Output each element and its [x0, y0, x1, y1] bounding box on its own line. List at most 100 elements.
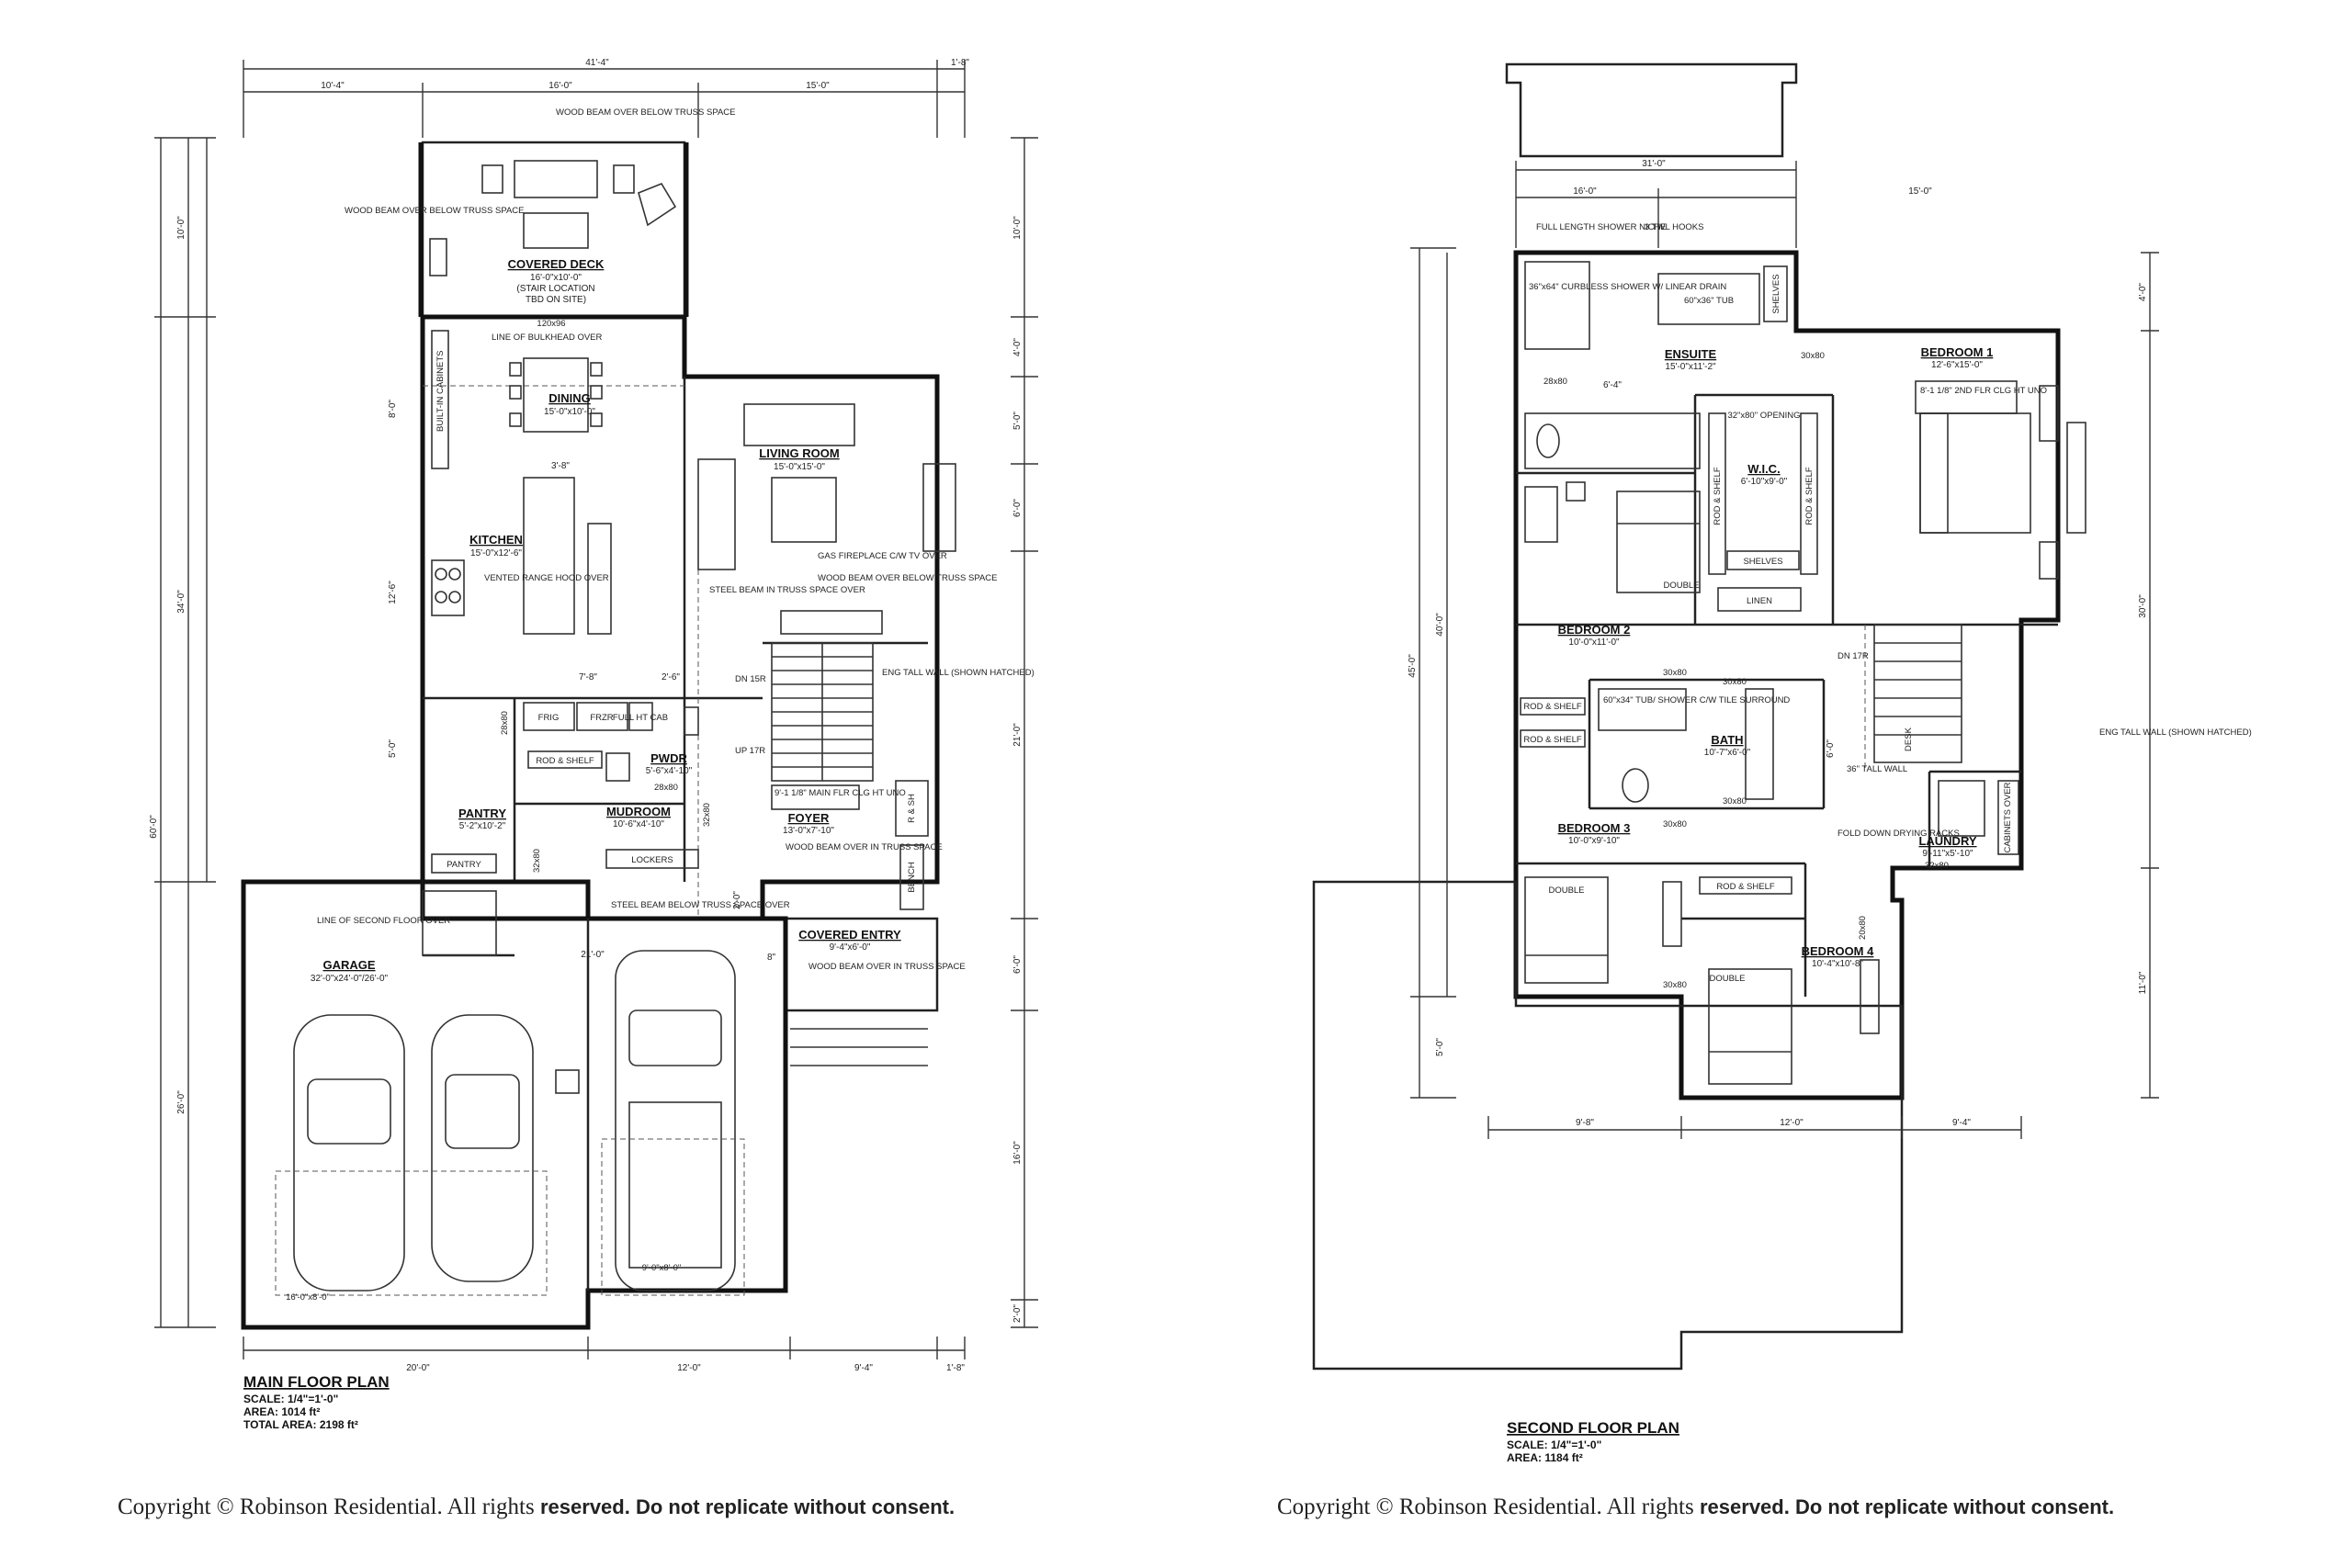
note-dn-17r: DN 17R — [1838, 651, 1869, 661]
dim-second-bot-b: 12'-0" — [1780, 1118, 1804, 1128]
note-door-32b: 32x80 — [702, 803, 712, 827]
note-door-30d: 30x80 — [1723, 796, 1747, 807]
dim-second-right-c: 11'-0" — [2138, 971, 2148, 994]
main-floor-area: AREA: 1014 ft² — [243, 1405, 320, 1418]
note-garage-door1: 16'-0"x8'-0" — [286, 1292, 330, 1303]
note-shower-niche: FULL LENGTH SHOWER NICHE — [1536, 222, 1667, 232]
dim-main-left-e: 8'-0" — [388, 400, 398, 418]
mudroom-size: 10'-6"x4'-10" — [613, 819, 664, 829]
dim-main-left-d: 26'-0" — [176, 1090, 187, 1114]
note-steel-garage: STEEL BEAM BELOW TRUSS SPACE OVER — [611, 900, 790, 910]
note-bench: BENCH — [907, 862, 917, 892]
main-top-dimensions: 41'-4" 10'-4" 16'-0" 15'-0" 1'-8" — [243, 58, 969, 138]
dim-main-int-d: 21'-0" — [581, 950, 605, 960]
dim-second-top-b: 15'-0" — [1908, 186, 1932, 197]
ensuite: FULL LENGTH SHOWER NICHE 3 TWL HOOKS 36"… — [1524, 222, 1825, 469]
dim-second-int-b: 6'-0" — [1826, 739, 1836, 758]
note-door-32-2: 32x80 — [1925, 861, 1949, 871]
dim-main-left-c: 60'-0" — [149, 815, 159, 839]
dim-main-left-b: 34'-0" — [176, 590, 187, 614]
note-door-28: 28x80 — [1544, 377, 1567, 387]
copyright-left-tail: reserved. Do not replicate without conse… — [539, 1495, 956, 1518]
second-floor-plan: 31'-0" 16'-0" 15'-0" 45'-0" 40'-0" 5'-0" — [1312, 62, 2252, 1464]
foyer-name: FOYER — [788, 811, 830, 825]
dim-second-left-b: 40'-0" — [1435, 613, 1445, 637]
second-floor-scale: SCALE: 1/4"=1'-0" — [1507, 1438, 1601, 1451]
dim-main-int-e: 2'-0" — [732, 891, 742, 909]
wic-name: W.I.C. — [1747, 462, 1780, 476]
copyright-right-tail: reserved. Do not replicate without conse… — [1699, 1495, 2115, 1518]
dim-main-bot-c: 9'-4" — [854, 1363, 873, 1373]
note-rod-shelf-4: ROD & SHELF — [1523, 735, 1582, 745]
note-linen: LINEN — [1747, 596, 1772, 606]
dim-main-top-b: 16'-0" — [548, 81, 572, 91]
note-lockers: LOCKERS — [631, 855, 673, 865]
note-eng-wall: ENG TALL WALL (SHOWN HATCHED) — [882, 668, 1035, 678]
note-rod-shelf-1: ROD & SHELF — [1713, 467, 1723, 525]
note-ceiling-2nd: 8'-1 1/8" 2ND FLR CLG HT UNO — [1920, 386, 2047, 396]
covered-deck-size: 16'-0"x10'-0" — [530, 273, 582, 283]
dining-name: DINING — [548, 391, 591, 405]
dim-main-int-a: 3'-8" — [551, 461, 570, 471]
second-interior-walls — [1516, 393, 2058, 997]
kitchen-name: KITCHEN — [469, 533, 523, 547]
garage-size: 32'-0"x24'-0"/26'-0" — [311, 974, 389, 984]
note-second-floor: LINE OF SECOND FLOOR OVER — [317, 916, 450, 926]
note-door-30b: 30x80 — [1663, 668, 1687, 678]
note-wic-shelves: SHELVES — [1743, 557, 1782, 567]
bedroom4-name: BEDROOM 4 — [1802, 944, 1875, 958]
kitchen: KITCHEN 15'-0"x12'-6" VENTED RANGE HOOD … — [431, 461, 680, 682]
dim-main-int-b: 7'-8" — [579, 672, 597, 682]
note-drying: FOLD DOWN DRYING RACKS — [1838, 829, 1960, 839]
pwdr-size: 5'-6"x4'-10" — [646, 766, 693, 776]
bedroom1-size: 12'-6"x15'-0" — [1931, 360, 1983, 370]
note-pantry-label: PANTRY — [447, 860, 481, 870]
dim-second-right-a: 4'-0" — [2138, 283, 2148, 301]
living-room-size: 15'-0"x15'-0" — [774, 462, 825, 472]
note-double-2: DOUBLE — [1548, 886, 1584, 896]
dim-main-top-a: 10'-4" — [321, 81, 345, 91]
note-desk: DESK — [1904, 727, 1914, 751]
note-builtin: BUILT-IN CABINETS — [435, 350, 446, 432]
dim-main-top-c: 15'-0" — [806, 81, 830, 91]
note-bulkhead: LINE OF BULKHEAD OVER — [492, 333, 603, 343]
main-floor-scale: SCALE: 1/4"=1'-0" — [243, 1393, 338, 1405]
copyright-right: Copyright © Robinson Residential. All ri… — [1277, 1495, 2114, 1520]
copyright-left: Copyright © Robinson Residential. All ri… — [118, 1495, 955, 1520]
covered-deck-note1: (STAIR LOCATION — [516, 284, 594, 294]
note-door-20: 20x80 — [1858, 916, 1868, 940]
note-beam-living: WOOD BEAM OVER BELOW TRUSS SPACE — [818, 573, 998, 583]
second-stairs: DN 17R DESK 36" TALL WALL ENG TALL WALL … — [1838, 624, 2252, 774]
laundry-name: LAUNDRY — [1918, 834, 1976, 848]
note-towel: 3 TWL HOOKS — [1645, 222, 1703, 232]
bedroom4-size: 10'-4"x10'-8" — [1812, 959, 1863, 969]
dim-second-left-c: 5'-0" — [1435, 1038, 1445, 1056]
main-title-block: MAIN FLOOR PLAN SCALE: 1/4"=1'-0" AREA: … — [243, 1373, 390, 1431]
note-tub-shower: 60"x34" TUB/ SHOWER C/W TILE SURROUND — [1603, 695, 1790, 705]
copyright-left-text: Copyright © Robinson Residential. All ri… — [118, 1495, 535, 1519]
main-right-dimensions: 10'-0" 4'-0" 5'-0" 6'-0" 21'-0" 6'-0" 16… — [1011, 137, 1038, 1328]
dim-main-bot-d: 1'-8" — [946, 1363, 965, 1373]
wic-size: 6'-10"x9'-0" — [1741, 477, 1788, 487]
ensuite-name: ENSUITE — [1665, 347, 1717, 361]
note-frig: FRIG — [538, 713, 560, 723]
main-stairs: DN 15R UP 17R ENG TALL WALL (SHOWN HATCH… — [735, 642, 1035, 782]
note-garage-door2: 9'-0"x8'-0" — [642, 1263, 682, 1273]
note-rod-shelf-2: ROD & SHELF — [1804, 467, 1815, 525]
bath-size: 10'-7"x6'-0" — [1704, 748, 1751, 758]
note-rs: R & SH — [907, 794, 917, 823]
ensuite-size: 15'-0"x11'-2" — [1665, 362, 1716, 372]
main-bottom-dimensions: 20'-0" 12'-0" 9'-4" 1'-8" — [243, 1337, 966, 1373]
main-house-walls — [420, 314, 940, 921]
dim-main-top-total: 41'-4" — [585, 58, 609, 68]
living-room-name: LIVING ROOM — [759, 446, 839, 460]
note-door-30a: 30x80 — [1801, 351, 1825, 361]
dim-main-int-f: 8" — [767, 953, 776, 963]
second-floor-area: AREA: 1184 ft² — [1507, 1451, 1583, 1464]
second-title-block: SECOND FLOOR PLAN SCALE: 1/4"=1'-0" AREA… — [1507, 1419, 1679, 1464]
bedroom-3: ROD & SHELF BEDROOM 3 10'-0"x9'-10" DOUB… — [1520, 729, 1682, 984]
dim-main-right-b: 4'-0" — [1012, 338, 1023, 356]
dim-main-int-c: 2'-6" — [662, 672, 680, 682]
second-left-dimensions: 45'-0" 40'-0" 5'-0" — [1408, 247, 1456, 1099]
main-floor-title: MAIN FLOOR PLAN — [243, 1373, 390, 1391]
